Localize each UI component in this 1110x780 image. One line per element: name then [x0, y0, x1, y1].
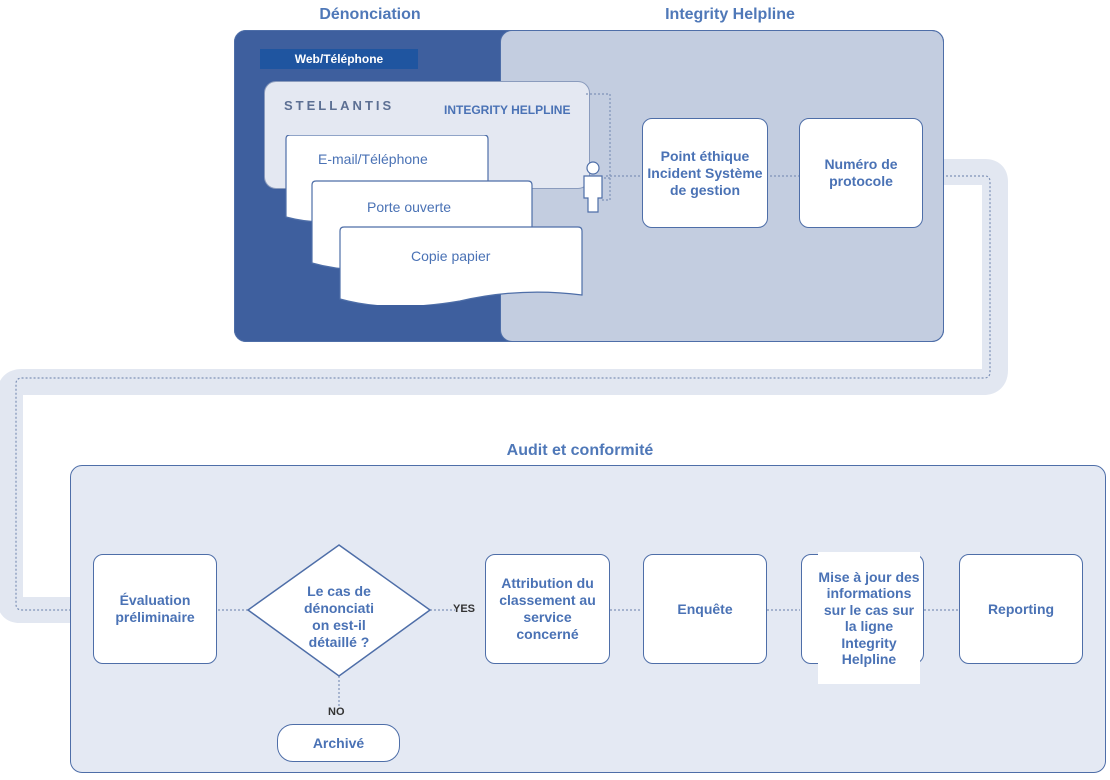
archived-box: Archivé: [277, 724, 400, 762]
stellantis-logo: STELLANTIS: [284, 98, 395, 113]
decision-line-1: Le cas de: [307, 583, 371, 599]
connector-band: [0, 159, 1008, 623]
decision-line-3: on est-il: [312, 617, 366, 633]
yes-label: YES: [453, 603, 476, 615]
attribution-box: Attribution du classement au service con…: [485, 554, 610, 664]
header-integrity-helpline: Integrity Helpline: [665, 6, 795, 23]
archived-label: Archivé: [312, 734, 365, 751]
decision-line-2: dénonciati: [303, 600, 374, 616]
protocol-number-label: Numéro de protocole: [824, 156, 898, 189]
paper-copy-label: Copie papier: [411, 248, 491, 264]
investigation-box: Enquête: [643, 554, 767, 664]
ethics-point-label: Point éthique Incident Système de gestio…: [647, 147, 763, 198]
update-label-panel: Mise à jour des informations sur le cas …: [818, 552, 920, 684]
preliminary-assessment-label: Évaluation préliminaire: [115, 592, 195, 625]
no-label: NO: [328, 706, 345, 718]
reporting-label: Reporting: [987, 600, 1055, 617]
update-label: Mise à jour des informations sur le cas …: [818, 568, 920, 668]
paper-copy-document: [339, 226, 583, 305]
preliminary-assessment-box: Évaluation préliminaire: [93, 554, 217, 664]
email-phone-label: E-mail/Téléphone: [318, 151, 428, 167]
decision-line-4: détaillé ?: [308, 634, 370, 649]
ethics-point-box: Point éthique Incident Système de gestio…: [642, 118, 768, 228]
open-door-label: Porte ouverte: [367, 199, 452, 215]
attribution-label: Attribution du classement au service con…: [499, 575, 596, 642]
header-denonciation: Dénonciation: [319, 6, 421, 23]
document-stack: [285, 135, 583, 305]
web-phone-tab-label: Web/Téléphone: [294, 52, 384, 66]
card-bracket: [586, 93, 611, 201]
connector-dotted: [15, 175, 991, 611]
helpline-connectors: [606, 175, 800, 177]
web-phone-tab: Web/Téléphone: [260, 49, 418, 69]
integrity-helpline-title: INTEGRITY HELPLINE: [444, 103, 571, 117]
decision-diamond: [246, 544, 432, 677]
protocol-number-box: Numéro de protocole: [799, 118, 923, 228]
denonciation-panel-outline: [234, 30, 944, 342]
decision-text: Le cas de dénonciati on est-il détaillé …: [284, 583, 394, 649]
investigation-label: Enquête: [677, 600, 733, 617]
header-audit: Audit et conformité: [506, 442, 654, 459]
reporting-box: Reporting: [959, 554, 1083, 664]
person-icon: [583, 161, 603, 213]
